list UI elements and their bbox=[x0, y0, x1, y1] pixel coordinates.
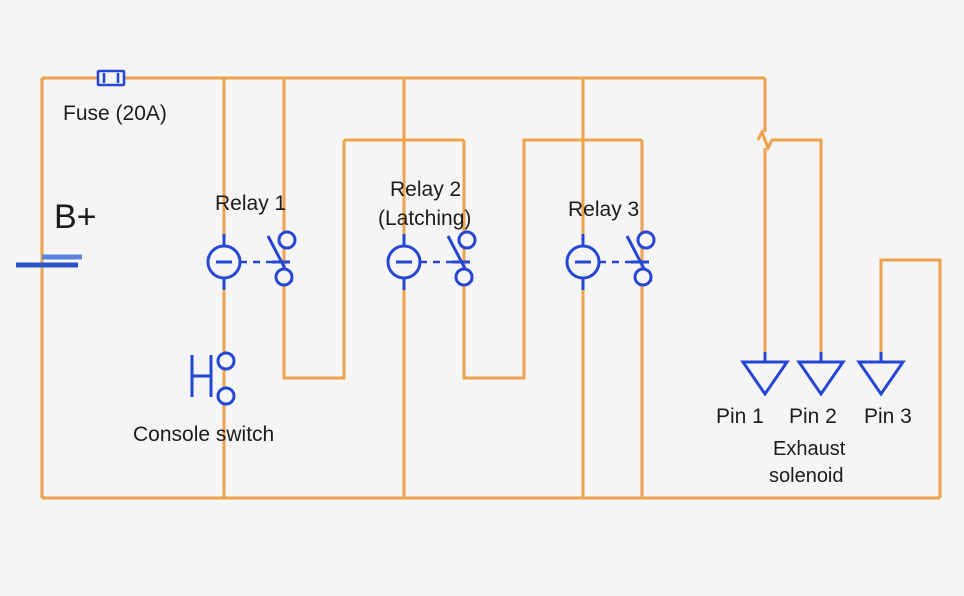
relay1-label: Relay 1 bbox=[215, 192, 286, 215]
relay2-label-line1: Relay 2 bbox=[390, 178, 461, 201]
pin2-symbol bbox=[796, 352, 846, 397]
wire-relay2-contact-loop bbox=[462, 138, 642, 380]
wire-pin3-branch bbox=[879, 258, 942, 498]
pin3-label: Pin 3 bbox=[864, 405, 912, 428]
relay3-symbol bbox=[565, 230, 656, 290]
solenoid-label-line2: solenoid bbox=[769, 465, 844, 487]
pin1-label: Pin 1 bbox=[716, 405, 764, 428]
relay3-label: Relay 3 bbox=[568, 198, 639, 221]
battery-symbol bbox=[16, 254, 82, 268]
pin1-symbol bbox=[740, 352, 790, 397]
pin3-symbol bbox=[856, 352, 906, 397]
solenoid-label-line1: Exhaust bbox=[773, 438, 846, 460]
fuse-symbol bbox=[96, 69, 126, 87]
relay2-symbol bbox=[386, 230, 477, 290]
relay2-label-line2: (Latching) bbox=[378, 207, 471, 230]
pin2-label: Pin 2 bbox=[789, 405, 837, 428]
wire-relay1-contact-loop bbox=[282, 78, 346, 380]
console-switch-symbol bbox=[190, 351, 236, 406]
fuse-label: Fuse (20A) bbox=[63, 102, 167, 125]
relay1-symbol bbox=[206, 230, 297, 290]
wire-hop-crossover-pin2 bbox=[756, 128, 823, 358]
console-switch-label: Console switch bbox=[133, 423, 274, 446]
battery-label: B+ bbox=[54, 198, 97, 236]
